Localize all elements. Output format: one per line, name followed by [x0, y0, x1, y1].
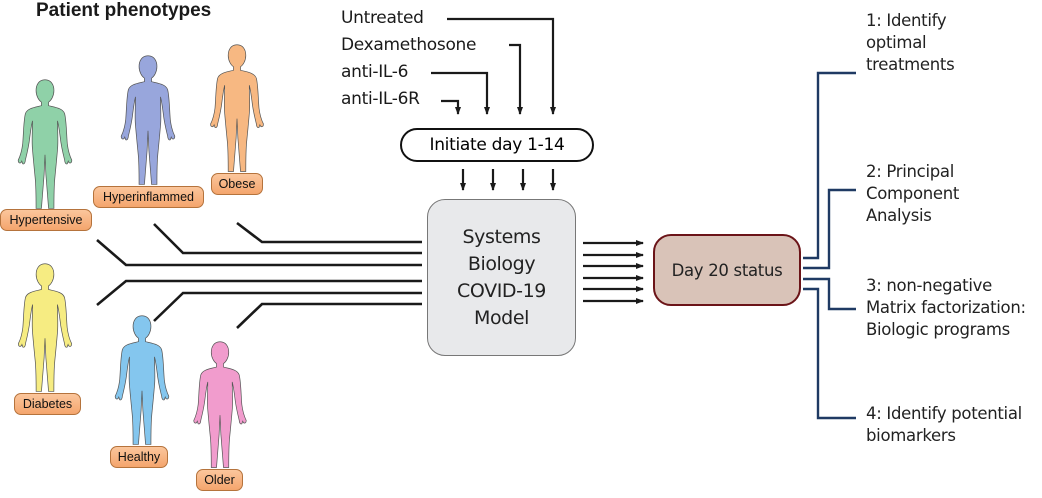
- person-figure-healthy-icon: [114, 315, 170, 445]
- treatment-arrows: [431, 17, 556, 191]
- day-20-status-box: Day 20 status: [653, 234, 801, 306]
- connector-outcome-2: [803, 188, 856, 270]
- initiate-label: Initiate day 1-14: [429, 135, 565, 155]
- model-label-line: Biology: [467, 252, 536, 275]
- arrow-dexamethosone: [509, 43, 523, 115]
- model-output-arrows: [583, 240, 644, 304]
- phenotype-input-lines: [96, 221, 422, 329]
- phenotype-label-older: Older: [196, 469, 243, 491]
- connector-outcome-4: [803, 287, 856, 420]
- outcome-connectors: [803, 71, 856, 420]
- status-label: Day 20 status: [671, 260, 783, 280]
- input-line-hypertensive: [96, 239, 422, 267]
- input-line-healthy: [153, 291, 422, 322]
- arrow-anti-il-6r: [441, 99, 461, 115]
- page-title: Patient phenotypes: [36, 0, 212, 21]
- model-label-line: Model: [473, 306, 530, 329]
- input-line-older: [236, 302, 422, 329]
- person-figure-diabetes-icon: [18, 263, 72, 392]
- connector-outcome-3: [803, 277, 856, 311]
- model-box: Systems Biology COVID-19 Model: [427, 199, 576, 356]
- person-figure-hyperinflammed-icon: [120, 55, 176, 185]
- outcome-3: 3: non-negative Matrix factorization: Bi…: [866, 276, 1026, 339]
- person-figure-older-icon: [193, 341, 247, 468]
- outcome-2: 2: Principal Component Analysis: [866, 162, 960, 225]
- phenotype-label-diabetes: Diabetes: [14, 393, 81, 415]
- phenotype-label-healthy: Healthy: [110, 446, 168, 468]
- treatment-dexamethosone: Dexamethosone: [341, 35, 477, 55]
- input-line-obese: [236, 221, 422, 244]
- model-label-line: COVID-19: [457, 279, 546, 302]
- person-figure-obese-icon: [210, 44, 264, 172]
- model-label-line: Systems: [462, 225, 541, 248]
- arrow-untreated: [447, 17, 556, 115]
- input-line-diabetes: [96, 279, 422, 307]
- person-figure-hypertensive-icon: [17, 79, 73, 209]
- treatment-untreated: Untreated: [341, 8, 424, 28]
- initiate-box: Initiate day 1-14: [400, 128, 594, 162]
- outcome-4: 4: Identify potential biomarkers: [866, 404, 1022, 445]
- phenotype-label-obese: Obese: [211, 173, 263, 195]
- treatment-anti-il-6r: anti-IL-6R: [341, 89, 420, 109]
- arrow-anti-il-6: [431, 71, 490, 115]
- outcome-1: 1: Identify optimal treatments: [866, 11, 955, 74]
- input-line-hyperinflammed: [153, 223, 422, 255]
- phenotype-label-hypertensive: Hypertensive: [0, 209, 92, 231]
- phenotype-label-hyperinflammed: Hyperinflammed: [93, 186, 204, 208]
- connector-outcome-1: [803, 71, 856, 260]
- treatment-anti-il-6: anti-IL-6: [341, 62, 409, 82]
